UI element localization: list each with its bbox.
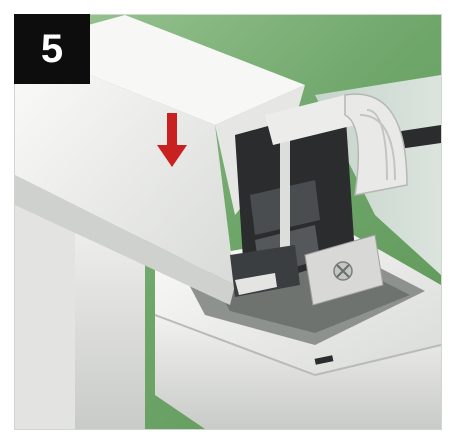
end-cap [344, 93, 408, 196]
profile-cap [265, 95, 355, 145]
support-post [75, 205, 145, 429]
screw-icon [333, 261, 353, 281]
profile-web [280, 135, 290, 265]
rafter-underside [15, 175, 235, 305]
step-number-badge: 5 [14, 14, 90, 84]
gutter-lip [154, 314, 316, 376]
connector-clip [235, 273, 277, 295]
end-cap-ribs [359, 109, 396, 181]
gutter-lip-right [314, 344, 441, 376]
assembly-illustration [14, 14, 442, 430]
down-arrow-icon [157, 113, 187, 167]
gutter-slot [314, 355, 334, 365]
rafter-side [15, 45, 235, 285]
gutter-front [155, 315, 441, 429]
illustration-svg [15, 15, 441, 429]
